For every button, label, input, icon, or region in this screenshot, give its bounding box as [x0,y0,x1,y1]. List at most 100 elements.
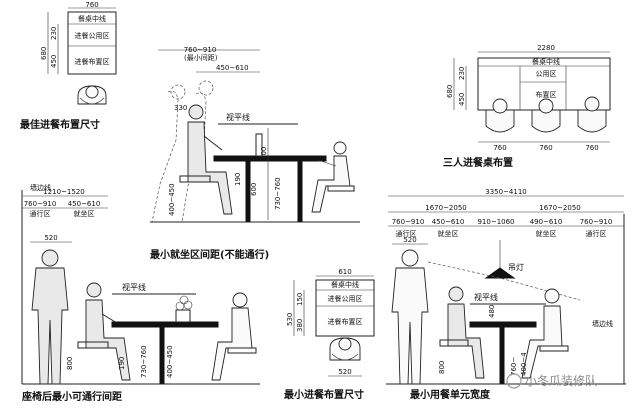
zone-passage-2: 通行区 [396,229,417,238]
panel-min-table: 610 餐桌中线 进餐公用区 进餐布置区 530 150 380 520 最小进… [284,268,375,401]
dim-450-610-c: 450~610 [432,218,465,226]
dim-760-910-b: 760~910 [24,200,57,208]
zone-seating-1: 就坐区 [74,209,95,218]
dining-table-r [469,321,537,328]
zone-shared-short: 公用区 [536,70,557,78]
dim-1670-2050-l: 1670~2050 [425,204,467,212]
dim-520-c: 520 [403,236,416,244]
zone-seating-3: 就坐区 [536,229,557,238]
dim-400-450: 400~450 [168,183,176,216]
seated-diner-ur [521,288,569,379]
dim-680: 680 [40,47,48,60]
watermark-text: 小冬瓜装修队 [525,373,597,388]
label-sightline-r: 视平线 [474,292,498,302]
zone-passage-3: 通行区 [586,229,607,238]
dim-490-610: 490~610 [530,218,563,226]
label-sightline-bl: 视平线 [122,282,146,292]
dim-190: 190 [234,173,242,186]
dim-760-910-d: 760~910 [580,218,613,226]
centerpiece-vase [175,295,193,323]
dim-1670-2050-r: 1670~2050 [539,204,581,212]
zone-layout-min: 进餐布置区 [328,317,363,326]
label-wall-2: 墙边线 [592,319,613,328]
dining-table-bl [111,321,219,328]
dim-400-450-b: 400~450 [166,345,174,378]
caption-unit: 最小用餐单元宽度 [410,388,491,401]
dim-230-b: 230 [458,67,466,80]
dim-520: 520 [44,234,57,242]
dim-760-c3: 760 [585,144,598,152]
zone-seating-2: 就坐区 [438,229,459,238]
seated-diner-br [211,292,257,381]
zone-layout: 进餐布置区 [75,57,110,66]
diner-three-1 [485,98,515,133]
table-top-view [67,11,117,75]
zone-shared: 进餐公用区 [75,31,110,40]
caption-min-table: 最小进餐布置尺寸 [284,388,364,401]
dim-2280: 2280 [537,44,555,52]
table-leg-2 [297,160,303,222]
dim-520-b: 520 [338,368,351,376]
seated-diner-right [311,141,355,213]
diner-top-view-min [329,337,361,361]
panel-min-seating: 760~910 (最小间距) 450~610 330 视平线 [150,46,360,261]
caption-chair-back: 座椅后最小可通行间距 [21,390,122,403]
table-min-top [315,279,375,337]
seated-diner-ul [439,286,485,379]
bottle [255,133,263,157]
caption-best: 最佳进餐布置尺寸 [20,118,100,131]
caption-three: 三人进餐桌布置 [443,156,513,169]
dim-760-910-c: 760~910 [392,218,425,226]
dim-760: 760 [85,1,98,9]
standing-person [31,249,69,385]
label-lamp: 吊灯 [508,262,524,272]
dim-530: 530 [286,313,294,326]
dim-760-c2: 760 [539,144,552,152]
dim-800: 800 [260,147,268,160]
dim-380: 380 [296,319,304,332]
pendant-lamp [484,267,516,279]
standing-person-r [391,249,429,385]
table-leg-r [499,326,505,384]
zone-center-min: 餐桌中线 [331,280,359,289]
zone-shared-min: 进餐公用区 [328,294,363,303]
dim-150: 150 [296,293,304,306]
dim-450: 450 [50,55,58,68]
table-leg-bl [159,326,165,384]
watermark: 小冬瓜装修队 [506,373,597,389]
label-min-gap: (最小间距) [184,53,218,62]
dim-1210-1520: 1210~1520 [43,188,85,196]
zone-layout-short: 布置区 [536,90,557,99]
dim-450-610-b: 450~610 [68,200,101,208]
label-sightline: 视平线 [226,112,250,122]
dim-3350-4110: 3350~4110 [485,188,527,196]
ghost-diners [151,80,214,223]
diner-top-view [77,85,107,105]
zone-passage-1: 通行区 [30,209,51,218]
dim-330: 330 [174,104,187,112]
zone-center: 餐桌中线 [78,14,106,23]
dim-400-4: 400~4 [520,352,528,376]
table-leg-1 [245,160,251,222]
dim-680-b: 680 [446,85,454,98]
diner-three-3 [577,96,607,133]
dim-190-b: 190 [118,357,126,370]
panel-three-person: 2280 餐桌中线 公用区 布置区 680 230 450 760 760 76… [443,44,611,169]
dim-910-1060: 910~1060 [477,218,514,226]
caption-min-seat: 最小就坐区间距(不能通行) [150,248,269,261]
dim-760-910: 760~910 [184,46,217,54]
seated-diner-bl [77,282,131,381]
dim-610: 610 [338,268,351,276]
dim-760-m: 760~ [510,357,518,376]
dim-450-b: 450 [458,93,466,106]
dim-760-c1: 760 [493,144,506,152]
dim-730-760-b: 730~760 [140,345,148,378]
dim-600: 600 [250,183,258,196]
dining-table-side [213,155,327,162]
panel-unit-width: 3350~4110 1670~2050 1670~2050 760~910 45… [386,188,626,401]
diner-three-2 [531,98,561,133]
panel-best-layout: 餐桌中线 进餐公用区 进餐布置区 760 680 230 450 最佳进餐布置尺… [20,1,117,131]
dim-730-760: 730~760 [274,177,282,210]
